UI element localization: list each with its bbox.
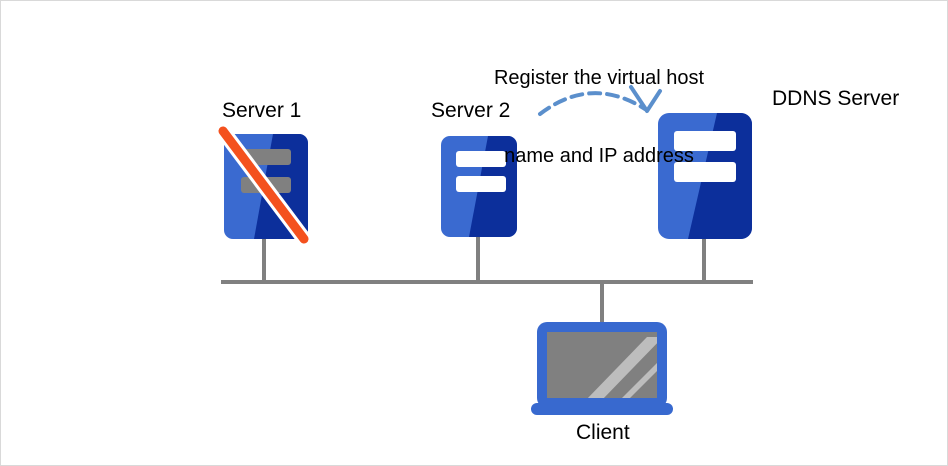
- register-caption: Register the virtual host name and IP ad…: [459, 13, 739, 221]
- register-caption-line1: Register the virtual host: [493, 67, 705, 89]
- node-server-1[interactable]: [215, 123, 312, 247]
- node-ddns-server[interactable]: [658, 113, 752, 239]
- label-server-1: Server 1: [222, 99, 302, 122]
- network-bus-group: [221, 237, 753, 323]
- node-client[interactable]: [531, 322, 675, 415]
- register-arrow-curve: [538, 91, 647, 116]
- server2-bar-bottom: [456, 176, 506, 192]
- label-ddns-server: DDNS Server: [772, 87, 900, 110]
- register-arrow: [538, 85, 662, 116]
- register-caption-line2: name and IP address: [504, 145, 694, 167]
- label-client: Client: [576, 421, 630, 444]
- ddns-bar-top: [674, 131, 736, 151]
- register-arrow-head: [629, 85, 662, 113]
- ddns-bar-bottom: [674, 162, 736, 182]
- node-server-2[interactable]: [441, 136, 517, 237]
- client-base: [531, 403, 673, 415]
- client-screen-glare: [587, 337, 657, 398]
- label-server-2: Server 2: [431, 99, 511, 122]
- server1-disabled-slash: [218, 126, 309, 244]
- server2-bar-top: [456, 151, 506, 167]
